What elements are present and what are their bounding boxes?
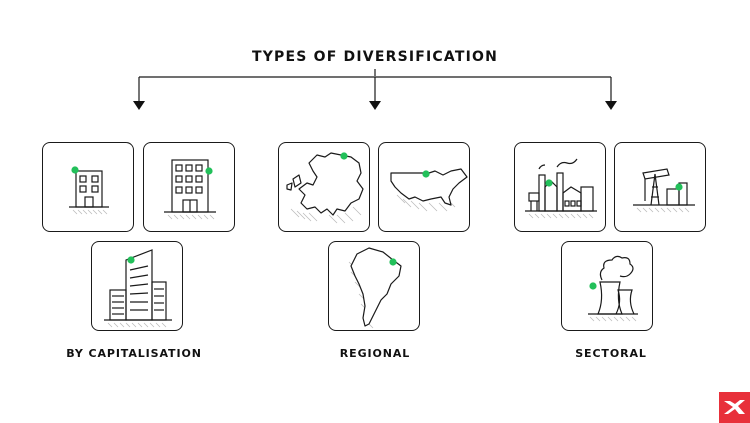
cooling-tower-icon	[588, 255, 638, 322]
south-america-map-tile	[328, 241, 420, 331]
south-america-map-icon	[348, 247, 402, 329]
medium-building-tile	[143, 142, 235, 232]
arrow-down-icon	[369, 101, 381, 110]
small-building-tile	[42, 142, 134, 232]
group-label-regional: REGIONAL	[339, 347, 411, 360]
skyscraper-icon	[104, 249, 172, 328]
small-building-icon	[69, 166, 109, 215]
usa-map-icon	[390, 168, 468, 212]
factory-tile	[514, 142, 606, 232]
cooling-tower-tile	[561, 241, 653, 331]
diagram-title: TYPES OF DIVERSIFICATION	[251, 49, 499, 65]
oil-pump-icon	[633, 168, 695, 213]
oil-pump-tile	[614, 142, 706, 232]
skyscraper-tile	[91, 241, 183, 331]
europe-map-icon	[286, 152, 364, 224]
usa-map-tile	[378, 142, 470, 232]
brand-logo-icon	[719, 392, 750, 423]
arrow-down-icon	[133, 101, 145, 110]
group-label-capitalisation: BY CAPITALISATION	[66, 347, 202, 360]
arrow-down-icon	[605, 101, 617, 110]
group-label-sectoral: SECTORAL	[575, 347, 647, 360]
factory-icon	[525, 158, 597, 219]
europe-map-tile	[278, 142, 370, 232]
medium-building-icon	[164, 159, 216, 220]
